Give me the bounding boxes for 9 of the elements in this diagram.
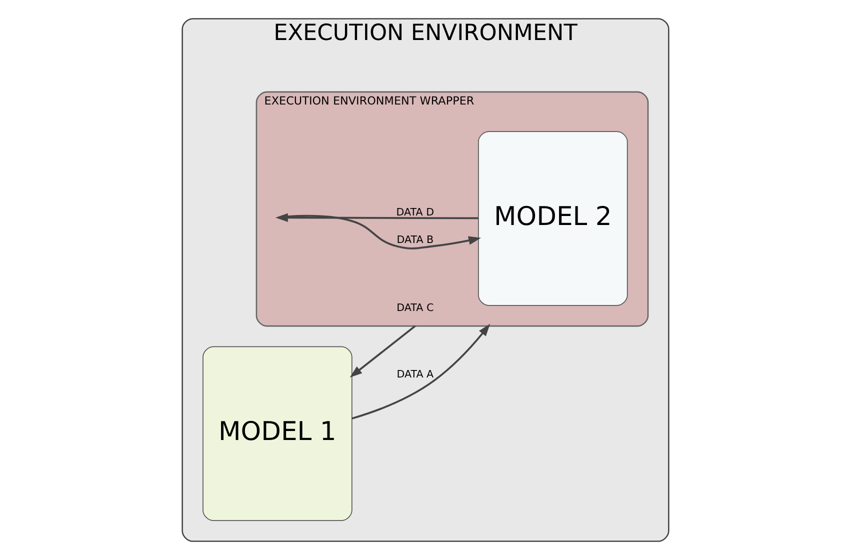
- node-box: MODEL 1: [202, 346, 352, 522]
- arrow: [276, 213, 478, 222]
- arrow: [352, 324, 490, 420]
- edge-label: DATA B: [396, 234, 434, 246]
- node-box: MODEL 2: [478, 131, 628, 306]
- edge-label: DATA D: [396, 206, 434, 219]
- edge-label: DATA A: [396, 368, 434, 380]
- edge-label: DATA C: [396, 302, 434, 314]
- arrow: [350, 325, 416, 378]
